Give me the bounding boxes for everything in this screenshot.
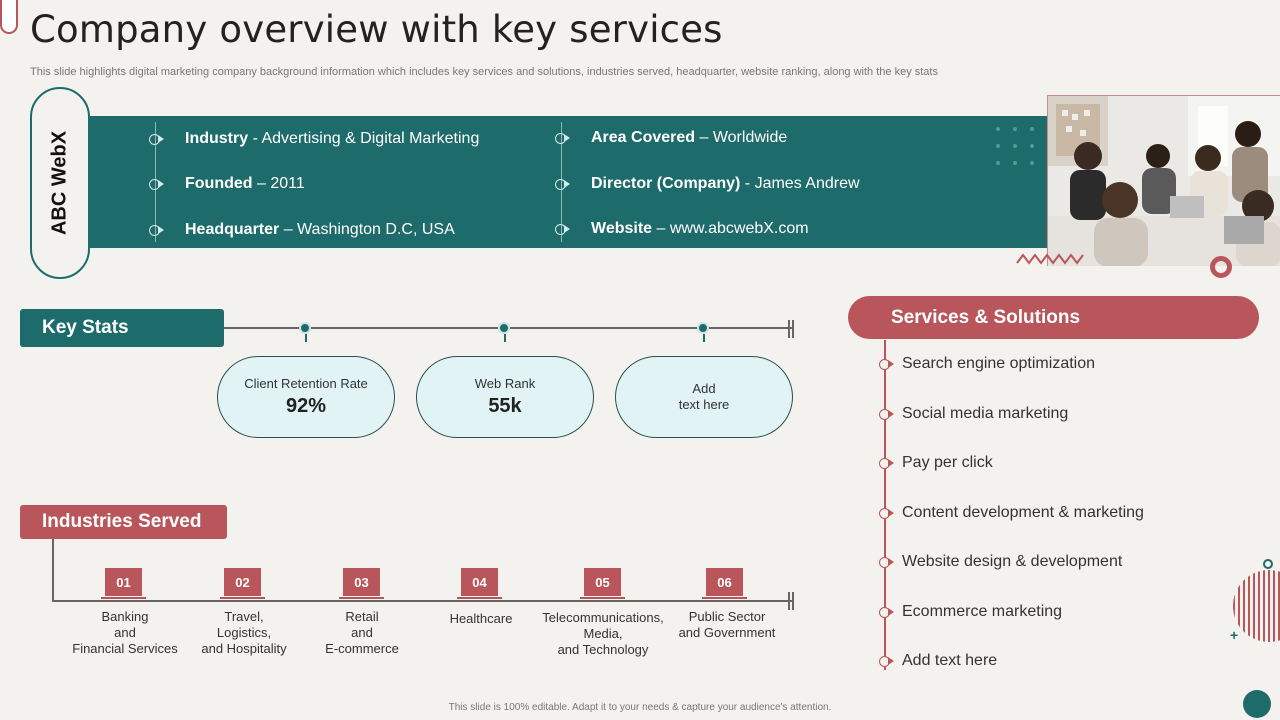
- industries-connector: [52, 539, 54, 601]
- key-stats-heading: Key Stats: [20, 309, 224, 347]
- target-arrow-icon: [878, 505, 894, 521]
- stat-label: Web Rank: [474, 376, 536, 391]
- info-row-website: Website – www.abcwebX.com: [553, 218, 809, 240]
- info-text: Headquarter – Washington D.C, USA: [185, 221, 455, 238]
- target-arrow-icon: [878, 604, 894, 620]
- service-label: Add text here: [902, 652, 998, 669]
- plus-decoration: +: [1230, 627, 1239, 643]
- service-label: Search engine optimization: [902, 355, 1096, 372]
- company-info-right: Area Covered – Worldwide Director (Compa…: [553, 116, 993, 248]
- timeline-pin-stem: [504, 334, 506, 342]
- target-arrow-icon: [878, 356, 894, 372]
- stat-value: 92%: [285, 395, 327, 417]
- company-name: ABC WebX: [48, 130, 71, 236]
- timeline-end-tick: [792, 592, 794, 610]
- target-arrow-icon: [878, 406, 894, 422]
- timeline-end-tick: [788, 320, 790, 338]
- badge-underline: [702, 597, 747, 599]
- target-arrow-icon: [147, 176, 164, 192]
- target-arrow-icon: [878, 653, 894, 669]
- industry-number-badge: 02: [224, 568, 261, 596]
- info-text: Director (Company) - James Andrew: [591, 175, 860, 192]
- team-meeting-photo: [1047, 95, 1280, 266]
- service-item: Website design & development: [878, 551, 1122, 573]
- footer-note: This slide is 100% editable. Adapt it to…: [448, 702, 832, 713]
- industry-number-badge: 05: [584, 568, 621, 596]
- industry-number-badge: 06: [706, 568, 743, 596]
- service-label: Website design & development: [902, 553, 1123, 570]
- timeline-pin-icon: [299, 322, 311, 334]
- badge-underline: [220, 597, 265, 599]
- info-row-director: Director (Company) - James Andrew: [553, 173, 860, 195]
- target-arrow-icon: [878, 455, 894, 471]
- badge-underline: [457, 597, 502, 599]
- badge-underline: [101, 597, 146, 599]
- service-item: Content development & marketing: [878, 502, 1144, 524]
- info-row-industry: Industry - Advertising & Digital Marketi…: [147, 128, 479, 150]
- striped-circle-decoration: [1233, 570, 1280, 642]
- info-row-area-covered: Area Covered – Worldwide: [553, 127, 787, 149]
- dot-grid-decoration: [996, 127, 1046, 167]
- service-label: Social media marketing: [902, 405, 1069, 422]
- badge-underline: [580, 597, 625, 599]
- small-ring-decoration: [1263, 559, 1273, 569]
- company-name-pill: [30, 87, 90, 279]
- service-label: Pay per click: [902, 454, 993, 471]
- info-row-headquarter: Headquarter – Washington D.C, USA: [147, 219, 455, 241]
- info-text: Industry - Advertising & Digital Marketi…: [185, 130, 480, 147]
- service-item: Pay per click: [878, 452, 993, 474]
- service-item: Add text here: [878, 650, 997, 672]
- stat-client-retention: Client Retention Rate 92%: [217, 356, 395, 438]
- industry-number-badge: 03: [343, 568, 380, 596]
- services-heading: Services & Solutions: [848, 296, 1259, 339]
- zigzag-decoration: [1016, 253, 1084, 265]
- stat-web-rank: Web Rank 55k: [416, 356, 594, 438]
- timeline-end-tick: [788, 592, 790, 610]
- timeline-pin-icon: [697, 322, 709, 334]
- stat-placeholder-line1: Add: [692, 381, 716, 396]
- info-text: Area Covered – Worldwide: [591, 129, 788, 146]
- info-text: Founded – 2011: [185, 175, 305, 192]
- badge-underline: [339, 597, 384, 599]
- target-arrow-icon: [553, 130, 570, 146]
- industry-number-badge: 01: [105, 568, 142, 596]
- timeline-pin-icon: [498, 322, 510, 334]
- service-label: Content development & marketing: [902, 504, 1144, 521]
- target-arrow-icon: [553, 221, 570, 237]
- service-label: Ecommerce marketing: [902, 603, 1063, 620]
- info-row-founded: Founded – 2011: [147, 173, 305, 195]
- service-item: Search engine optimization: [878, 353, 1095, 375]
- company-info-left: Industry - Advertising & Digital Marketi…: [147, 116, 547, 248]
- service-item: Social media marketing: [878, 403, 1068, 425]
- corner-tab-decoration: [0, 0, 18, 34]
- target-arrow-icon: [147, 131, 164, 147]
- target-arrow-icon: [878, 554, 894, 570]
- page-title: Company overview with key services: [30, 8, 723, 51]
- teal-circle-decoration: [1243, 690, 1271, 718]
- timeline-end-tick: [792, 320, 794, 338]
- stat-label: Client Retention Rate: [244, 376, 368, 391]
- target-arrow-icon: [147, 222, 164, 238]
- service-item: Ecommerce marketing: [878, 601, 1062, 623]
- industries-heading: Industries Served: [20, 505, 227, 539]
- industry-number-badge: 04: [461, 568, 498, 596]
- stat-placeholder-line2: text here: [678, 397, 730, 412]
- stat-value: 55k: [488, 395, 522, 417]
- stat-placeholder: Add text here: [615, 356, 793, 438]
- timeline-pin-stem: [305, 334, 307, 342]
- ring-decoration: [1210, 256, 1232, 278]
- industry-label-healthcare: Healthcare: [449, 611, 513, 626]
- timeline-pin-stem: [703, 334, 705, 342]
- target-arrow-icon: [553, 176, 570, 192]
- industry-label-travel: Travel,Logistics,and Hospitality: [201, 609, 287, 656]
- industries-timeline: [52, 600, 792, 602]
- industry-label-telecom: Telecommunications,Media,and Technology: [542, 610, 664, 657]
- info-text: Website – www.abcwebX.com: [591, 220, 809, 237]
- services-divider: [884, 340, 886, 670]
- page-subtitle: This slide highlights digital marketing …: [30, 66, 938, 78]
